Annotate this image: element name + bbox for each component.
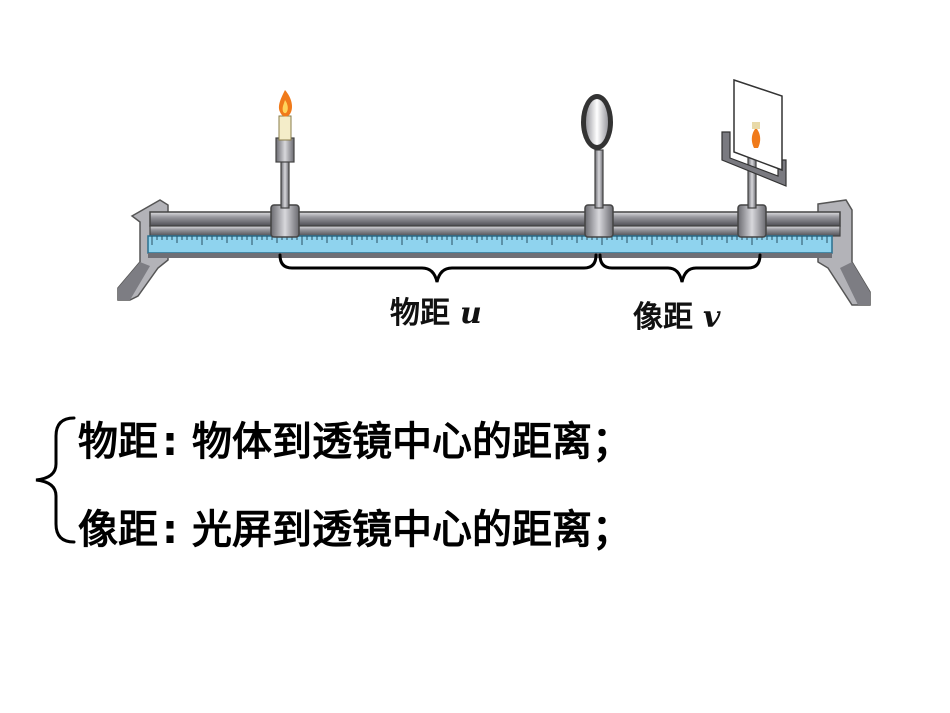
image-distance-label: 像距 v bbox=[633, 292, 720, 336]
definition-colon: : bbox=[162, 507, 178, 553]
definition-text: 物体到透镜中心的距离； bbox=[192, 419, 632, 465]
candle-flame bbox=[278, 90, 293, 117]
object-distance-label: 物距 u bbox=[390, 288, 482, 332]
convex-lens bbox=[581, 94, 613, 150]
object-distance-variable: u bbox=[460, 296, 482, 331]
lens-holder bbox=[584, 149, 614, 238]
candle bbox=[278, 115, 292, 141]
object-distance-text: 物距 bbox=[390, 296, 450, 331]
definitions-curly-brace bbox=[35, 416, 76, 544]
candle-holder bbox=[270, 137, 300, 238]
object-distance-definition: 物距: 物体到透镜中心的距离； bbox=[78, 409, 632, 467]
image-distance-definition: 像距: 光屏到透镜中心的距离； bbox=[78, 497, 632, 555]
definition-term: 像距 bbox=[78, 507, 158, 553]
object-distance-brace bbox=[278, 253, 598, 283]
definition-colon: : bbox=[162, 419, 178, 465]
definition-text: 光屏到透镜中心的距离； bbox=[192, 507, 632, 553]
optical-bench-diagram bbox=[117, 78, 871, 306]
bench-rails bbox=[149, 211, 841, 237]
image-distance-variable: v bbox=[703, 300, 721, 335]
image-distance-text: 像距 bbox=[633, 300, 693, 335]
measuring-scale bbox=[147, 235, 833, 258]
image-distance-brace bbox=[598, 253, 762, 283]
inverted-image-flame bbox=[751, 122, 761, 148]
definition-term: 物距 bbox=[78, 419, 158, 465]
